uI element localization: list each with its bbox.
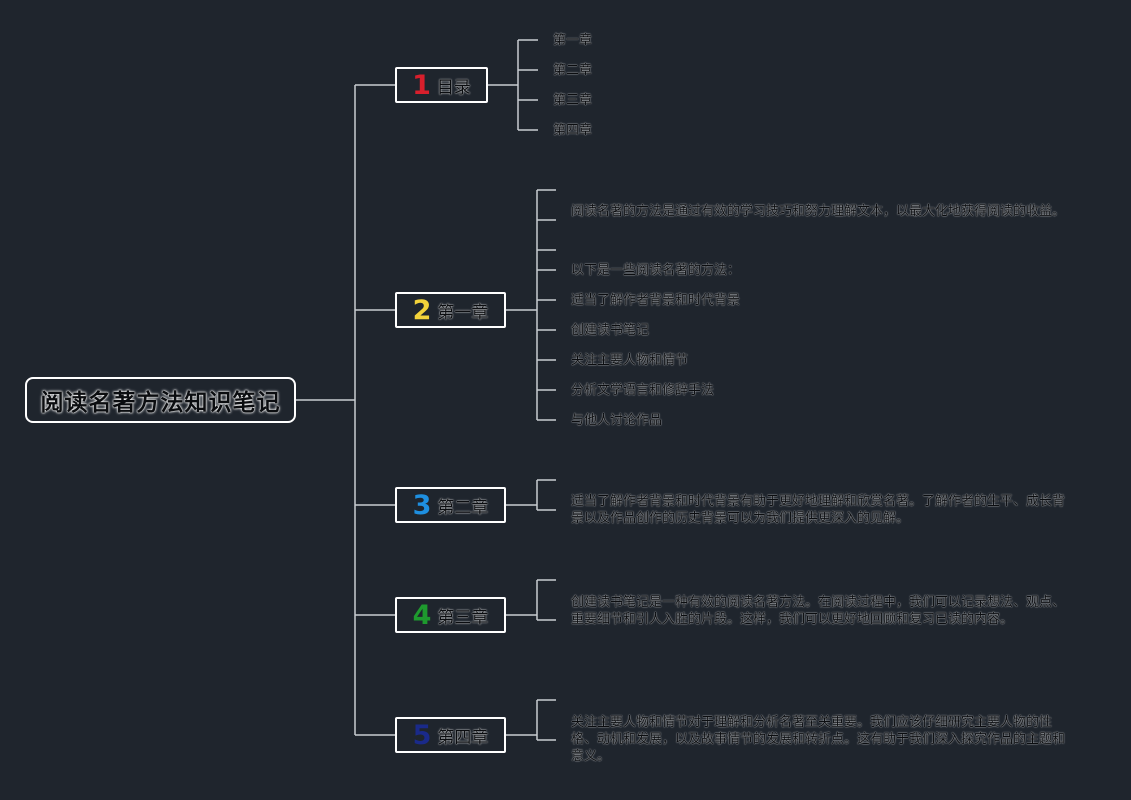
branch-topic-chapter-3[interactable]: 4 第三章 (395, 597, 506, 633)
branch-label: 第三章 (437, 607, 489, 628)
leaf-ch4-text[interactable]: 关注主要人物和情节对于理解和分析名著至关重要。我们应该仔细研究主要人物的性格、动… (571, 715, 1066, 764)
leaf-ch1-method-3[interactable]: 关注主要人物和情节 (571, 353, 689, 368)
branch-number-1: 1 (412, 69, 431, 101)
leaf-ch1-methods-heading[interactable]: 以下是一些阅读名著的方法： (571, 263, 741, 278)
root-topic[interactable]: 阅读名著方法知识笔记 (25, 377, 296, 423)
leaf-toc-4[interactable]: 第四章 (553, 123, 593, 138)
leaf-ch1-method-5[interactable]: 与他人讨论作品 (571, 413, 663, 428)
branch-topic-chapter-4[interactable]: 5 第四章 (395, 717, 506, 753)
leaf-ch1-method-1[interactable]: 适当了解作者背景和时代背景 (571, 293, 741, 308)
leaf-ch1-intro[interactable]: 阅读名著的方法是通过有效的学习技巧和努力理解文本，以最大化地获得阅读的收益。 (571, 204, 1066, 219)
branch-label: 目录 (436, 77, 471, 98)
branch-label: 第四章 (437, 727, 489, 748)
leaf-ch1-method-2[interactable]: 创建读书笔记 (571, 323, 650, 338)
branch-topic-toc[interactable]: 1 目录 (395, 67, 488, 103)
leaf-ch1-method-4[interactable]: 分析文学语言和修辞手法 (571, 383, 715, 398)
branch-number-4: 4 (412, 599, 432, 631)
leaf-toc-3[interactable]: 第三章 (553, 93, 593, 108)
branch-number-2: 2 (412, 294, 432, 326)
branch-number-5: 5 (412, 719, 432, 751)
branch-topic-chapter-1[interactable]: 2 第一章 (395, 292, 506, 328)
branch-number-3: 3 (412, 489, 432, 521)
branch-label: 第二章 (437, 497, 489, 518)
leaf-ch3-text[interactable]: 创建读书笔记是一种有效的阅读名著方法。在阅读过程中，我们可以记录想法、观点、重要… (571, 595, 1066, 627)
leaf-toc-2[interactable]: 第二章 (553, 63, 593, 78)
branch-label: 第一章 (437, 302, 489, 323)
leaf-toc-1[interactable]: 第一章 (553, 33, 593, 48)
branch-topic-chapter-2[interactable]: 3 第二章 (395, 487, 506, 523)
leaf-ch2-text[interactable]: 适当了解作者背景和时代背景有助于更好地理解和欣赏名著。了解作者的生平、成长背景以… (571, 494, 1066, 526)
